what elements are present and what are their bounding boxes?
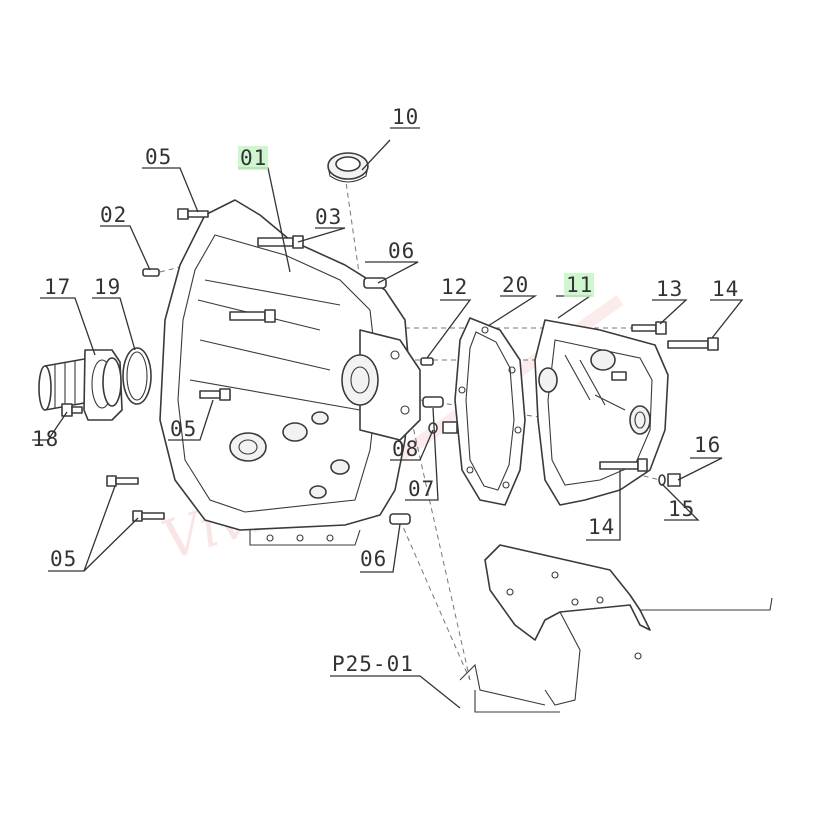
label-06-bottom: 06 <box>360 547 387 571</box>
plug-16 <box>667 473 681 487</box>
label-05-bottom: 05 <box>50 547 77 571</box>
label-highlights <box>238 146 594 297</box>
screw-18 <box>61 403 83 417</box>
pin-12 <box>420 357 434 366</box>
label-15: 15 <box>668 497 695 521</box>
label-05-mid: 05 <box>170 417 197 441</box>
label-20: 20 <box>502 273 529 297</box>
clutch-housing-01 <box>159 199 421 546</box>
bracket-assembly <box>459 544 773 713</box>
label-02: 02 <box>100 203 127 227</box>
bolt-13 <box>631 321 667 335</box>
dowel-pin-02 <box>142 268 160 277</box>
bolt-14-bottom <box>599 458 648 472</box>
label-11: 11 <box>566 273 593 297</box>
bolt-05-lower-a <box>106 475 139 487</box>
label-14-top: 14 <box>712 277 739 301</box>
part-labels: 05 01 10 02 03 06 17 19 12 20 11 13 14 0… <box>32 105 739 676</box>
bolt-03 <box>257 235 304 249</box>
label-14-bottom: 14 <box>588 515 615 539</box>
label-16: 16 <box>694 433 721 457</box>
o-ring-19 <box>102 347 152 407</box>
label-03: 03 <box>315 205 342 229</box>
label-08: 08 <box>392 437 419 461</box>
label-19: 19 <box>94 275 121 299</box>
leader-lines <box>32 127 744 709</box>
label-05-top: 05 <box>145 145 172 169</box>
stud-07 <box>422 396 444 408</box>
label-13: 13 <box>656 277 683 301</box>
label-07: 07 <box>408 477 435 501</box>
label-06-top: 06 <box>388 239 415 263</box>
label-10: 10 <box>392 105 419 129</box>
label-18: 18 <box>32 427 59 451</box>
bolt-05-lower-b <box>132 510 165 522</box>
label-12: 12 <box>441 275 468 299</box>
cover-11 <box>534 319 669 506</box>
label-01: 01 <box>240 146 267 170</box>
dowel-06-bottom <box>389 513 411 525</box>
bolt-14-top <box>667 337 719 351</box>
bolt-05-mid <box>199 388 231 401</box>
dowel-06-top <box>363 277 387 289</box>
gasket-20 <box>454 317 526 506</box>
label-reference-p25-01: P25-01 <box>332 652 414 676</box>
label-17: 17 <box>44 275 71 299</box>
bolt-center <box>229 309 276 323</box>
oil-seal-10 <box>327 152 369 183</box>
washer-15 <box>658 474 666 486</box>
bolt-05-top <box>177 208 209 220</box>
